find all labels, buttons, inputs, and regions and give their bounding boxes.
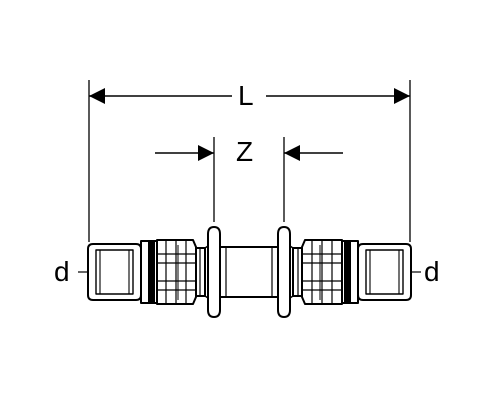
overall-length-label: L [238, 80, 254, 111]
collar-left [207, 226, 221, 318]
press-fitting [87, 226, 412, 318]
center-tube [219, 246, 279, 298]
diameter-label-left: d [54, 256, 70, 287]
diameter-label-right: d [424, 256, 440, 287]
insertion-length-label: Z [236, 136, 254, 167]
collar-right [277, 226, 291, 318]
